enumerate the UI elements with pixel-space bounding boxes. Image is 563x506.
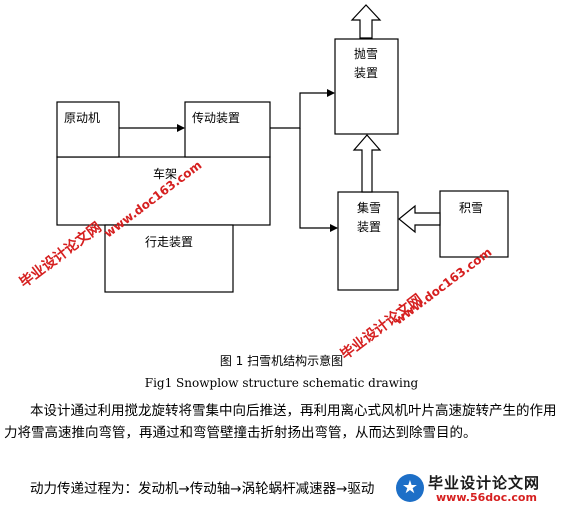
collect-snow-box — [337, 191, 399, 291]
prime-mover-box — [56, 101, 120, 158]
transmission-label: 传动装置 — [192, 110, 240, 125]
transmission-box — [184, 101, 271, 158]
body-paragraph-1: 本设计通过利用搅龙旋转将雪集中向后推送，再利用离心式风机叶片高速旋转产生的作用力… — [4, 403, 557, 441]
hollow-arrow-throw-output — [350, 4, 382, 39]
arrow-transmission-to-collect — [299, 128, 338, 232]
throw-snow-label-1: 抛雪 — [354, 46, 378, 61]
snowplow-structure-diagram: 原动机 传动装置 车架 行走装置 抛雪 装置 集雪 装置 积雪 毕业设计论文网 … — [16, 4, 509, 360]
logo-star-icon: ★ — [396, 474, 424, 502]
arrow-transmission-to-throw — [270, 89, 335, 129]
body-paragraph-2: 动力传递过程为：发动机→传动轴→涡轮蜗杆减速器→驱动 — [30, 481, 375, 497]
hollow-arrow-snow-to-collect — [398, 204, 441, 234]
walking-device-box — [104, 224, 234, 293]
logo-url: www.56doc.com — [436, 491, 537, 504]
throw-snow-label-2: 装置 — [354, 66, 378, 80]
accumulated-snow-label: 积雪 — [459, 201, 483, 215]
frame-label: 车架 — [153, 166, 177, 181]
site-logo: ★ 毕业设计论文网 www.56doc.com — [396, 472, 560, 506]
throw-snow-box — [334, 38, 399, 135]
collect-snow-label-1: 集雪 — [357, 200, 381, 215]
watermark-site-name-1: 毕业设计论文网 — [16, 219, 104, 292]
logo-title: 毕业设计论文网 — [428, 474, 541, 492]
hollow-arrow-collect-to-throw — [352, 134, 382, 193]
collect-snow-label-2: 装置 — [357, 220, 381, 234]
walking-device-label: 行走装置 — [145, 235, 193, 249]
figure-caption-chinese: 图 1 扫雪机结构示意图 — [219, 354, 344, 368]
prime-mover-label: 原动机 — [64, 111, 100, 125]
accumulated-snow-box — [439, 190, 509, 258]
frame-box — [56, 156, 271, 226]
figure-caption-english: Fig1 Snowplow structure schematic drawin… — [144, 376, 419, 390]
